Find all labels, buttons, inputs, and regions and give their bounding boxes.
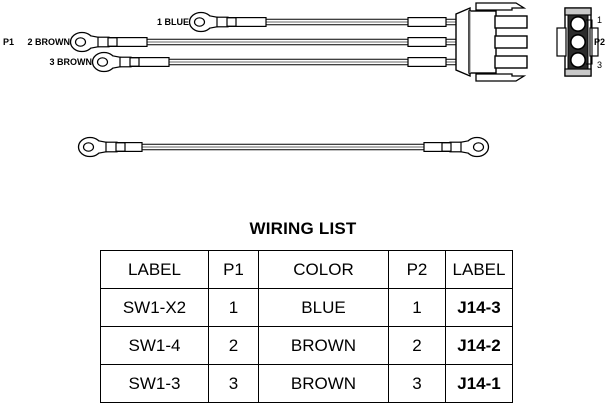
wire-3-brown <box>91 51 456 73</box>
wire-2-callout: 2 BROWN <box>28 37 71 47</box>
p2-pin-1-label: 1 <box>597 15 602 25</box>
cell-p2: 2 <box>388 326 446 365</box>
header-p1: P1 <box>208 250 259 289</box>
cell-label1: SW1-3 <box>100 364 209 403</box>
wire-2-sleeve-right <box>407 36 447 47</box>
receptacle-cavity-1 <box>569 15 586 32</box>
table-row: SW1-3 3 BROWN 3 J14-1 <box>100 364 513 403</box>
wire-3-callout: 3 BROWN <box>50 57 93 67</box>
ring-terminal-icon <box>91 51 140 73</box>
p1-connector-label: P1 <box>3 37 14 47</box>
ring-terminal-icon <box>442 138 489 157</box>
cell-label2: J14-1 <box>445 364 513 403</box>
cell-p1: 2 <box>208 326 259 365</box>
table-row: SW1-X2 1 BLUE 1 J14-3 <box>100 288 513 327</box>
cell-p2: 3 <box>388 364 446 403</box>
wire-1-sleeve-right <box>407 17 447 28</box>
wire-2-brown <box>69 31 456 53</box>
cell-label1: SW1-X2 <box>100 288 209 327</box>
header-label-1: LABEL <box>100 250 209 289</box>
connector-slot-2 <box>494 35 528 49</box>
cell-p1: 1 <box>208 288 259 327</box>
wire-3-sleeve-right <box>407 56 447 67</box>
receptacle-ear-right <box>589 27 599 57</box>
connector-receptacle-icon <box>556 7 599 77</box>
cell-p2: 1 <box>388 288 446 327</box>
cell-color: BLUE <box>258 288 389 327</box>
harness-drawing: 1 BLUE 2 BROWN 3 BROWN P1 <box>3 2 605 158</box>
ring-terminal-icon <box>77 136 126 158</box>
wire-1-callout: 1 BLUE <box>157 17 189 27</box>
cell-label2: J14-2 <box>445 326 513 365</box>
wiring-list-table: LABEL P1 COLOR P2 LABEL SW1-X2 1 BLUE 1 … <box>100 250 513 403</box>
connector-slot-3 <box>494 55 528 69</box>
connector-slot-1 <box>494 15 528 29</box>
receptacle-cavity-3 <box>569 51 586 68</box>
ring-terminal-icon <box>188 11 237 33</box>
wire-1-blue <box>188 11 456 33</box>
table-header-row: LABEL P1 COLOR P2 LABEL <box>100 250 513 289</box>
header-p2: P2 <box>388 250 446 289</box>
connector-housing-icon <box>455 2 528 82</box>
cell-color: BROWN <box>258 326 389 365</box>
connector-latch-top <box>475 2 527 11</box>
header-color: COLOR <box>258 250 389 289</box>
p2-pin-3-label: 3 <box>597 60 602 70</box>
wiring-list-title: WIRING LIST <box>249 219 357 238</box>
single-cable-assembly <box>77 136 489 158</box>
table-row: SW1-4 2 BROWN 2 J14-2 <box>100 326 513 365</box>
cell-label2: J14-3 <box>445 288 513 327</box>
receptacle-ear-left <box>556 27 567 57</box>
header-label-2: LABEL <box>445 250 513 289</box>
receptacle-cavity-2 <box>569 33 586 50</box>
ring-terminal-icon <box>69 31 118 53</box>
p2-connector-label: P2 <box>594 37 605 47</box>
connector-latch-bottom <box>475 73 527 82</box>
cell-color: BROWN <box>258 364 389 403</box>
cell-p1: 3 <box>208 364 259 403</box>
cell-label1: SW1-4 <box>100 326 209 365</box>
